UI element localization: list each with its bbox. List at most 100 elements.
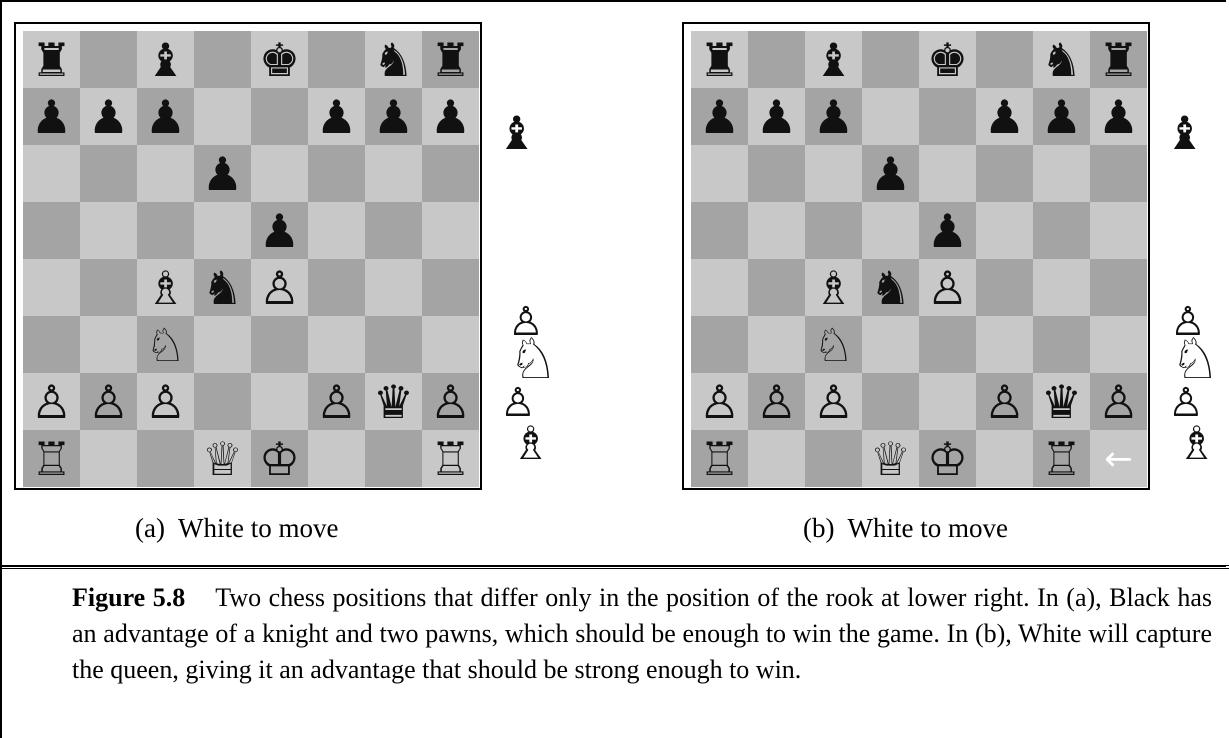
square-d7 bbox=[194, 88, 251, 145]
white-bishop-icon: ♗ bbox=[145, 265, 186, 311]
square-f5 bbox=[976, 202, 1033, 259]
figure-number: Figure 5.8 bbox=[72, 583, 185, 612]
square-h1: ♖ bbox=[422, 430, 479, 487]
white-pawn-icon: ♙ bbox=[430, 379, 471, 425]
square-d8 bbox=[194, 31, 251, 88]
white-king-icon: ♔ bbox=[259, 436, 300, 482]
square-g6 bbox=[365, 145, 422, 202]
square-a1: ♖ bbox=[691, 430, 748, 487]
square-f2: ♙ bbox=[976, 373, 1033, 430]
chessboard-a: ♜♝♚♞♜♟♟♟♟♟♟♟♟♗♞♙♘♙♙♙♙♛♙♖♕♔♖ bbox=[14, 22, 482, 490]
square-c2: ♙ bbox=[805, 373, 862, 430]
black-rook-icon: ♜ bbox=[699, 37, 740, 83]
black-pawn-icon: ♟ bbox=[984, 94, 1025, 140]
square-f2: ♙ bbox=[308, 373, 365, 430]
white-pawn-icon: ♙ bbox=[756, 379, 797, 425]
board-grid-a: ♜♝♚♞♜♟♟♟♟♟♟♟♟♗♞♙♘♙♙♙♙♛♙♖♕♔♖ bbox=[23, 31, 477, 485]
black-queen-icon: ♛ bbox=[373, 379, 414, 425]
square-b3 bbox=[80, 316, 137, 373]
black-king-icon: ♚ bbox=[259, 37, 300, 83]
captured-white-bishop-icon: ♗ bbox=[1176, 420, 1217, 466]
black-knight-icon: ♞ bbox=[1041, 37, 1082, 83]
caption-divider bbox=[0, 565, 1229, 569]
square-h3 bbox=[1090, 316, 1147, 373]
square-b7: ♟ bbox=[748, 88, 805, 145]
black-rook-icon: ♜ bbox=[1098, 37, 1139, 83]
white-knight-icon: ♘ bbox=[145, 322, 186, 368]
square-c3: ♘ bbox=[137, 316, 194, 373]
square-a1: ♖ bbox=[23, 430, 80, 487]
black-pawn-icon: ♟ bbox=[145, 94, 186, 140]
square-f3 bbox=[976, 316, 1033, 373]
square-c1 bbox=[805, 430, 862, 487]
square-e6 bbox=[919, 145, 976, 202]
square-f5 bbox=[308, 202, 365, 259]
black-pawn-icon: ♟ bbox=[870, 151, 911, 197]
square-a4 bbox=[23, 259, 80, 316]
square-c6 bbox=[805, 145, 862, 202]
square-e8: ♚ bbox=[919, 31, 976, 88]
square-c2: ♙ bbox=[137, 373, 194, 430]
square-f3 bbox=[308, 316, 365, 373]
square-h7: ♟ bbox=[422, 88, 479, 145]
square-f7: ♟ bbox=[308, 88, 365, 145]
white-pawn-icon: ♙ bbox=[259, 265, 300, 311]
square-h8: ♜ bbox=[422, 31, 479, 88]
square-d6: ♟ bbox=[194, 145, 251, 202]
square-d7 bbox=[862, 88, 919, 145]
square-c1 bbox=[137, 430, 194, 487]
white-queen-icon: ♕ bbox=[870, 436, 911, 482]
square-b8 bbox=[80, 31, 137, 88]
square-f8 bbox=[976, 31, 1033, 88]
square-f4 bbox=[976, 259, 1033, 316]
square-d3 bbox=[862, 316, 919, 373]
square-e6 bbox=[251, 145, 308, 202]
square-c4: ♗ bbox=[805, 259, 862, 316]
square-d6: ♟ bbox=[862, 145, 919, 202]
square-a2: ♙ bbox=[23, 373, 80, 430]
black-knight-icon: ♞ bbox=[870, 265, 911, 311]
black-pawn-icon: ♟ bbox=[430, 94, 471, 140]
white-knight-icon: ♘ bbox=[813, 322, 854, 368]
black-bishop-icon: ♝ bbox=[813, 37, 854, 83]
square-a7: ♟ bbox=[23, 88, 80, 145]
square-g4 bbox=[365, 259, 422, 316]
captured-black-bishop-icon: ♝ bbox=[496, 110, 537, 156]
chessboard-b: ♜♝♚♞♜♟♟♟♟♟♟♟♟♗♞♙♘♙♙♙♙♛♙♖♕♔♖← bbox=[682, 22, 1150, 490]
square-f1 bbox=[976, 430, 1033, 487]
square-g7: ♟ bbox=[365, 88, 422, 145]
black-rook-icon: ♜ bbox=[31, 37, 72, 83]
square-a4 bbox=[691, 259, 748, 316]
caption-text: Two chess positions that differ only in … bbox=[72, 583, 1212, 684]
black-pawn-icon: ♟ bbox=[31, 94, 72, 140]
square-e2 bbox=[251, 373, 308, 430]
square-f7: ♟ bbox=[976, 88, 1033, 145]
white-pawn-icon: ♙ bbox=[699, 379, 740, 425]
square-a5 bbox=[691, 202, 748, 259]
square-e1: ♔ bbox=[251, 430, 308, 487]
square-h6 bbox=[422, 145, 479, 202]
captured-black-bishop-icon: ♝ bbox=[1164, 110, 1205, 156]
square-c3: ♘ bbox=[805, 316, 862, 373]
square-b2: ♙ bbox=[80, 373, 137, 430]
black-pawn-icon: ♟ bbox=[1041, 94, 1082, 140]
square-h8: ♜ bbox=[1090, 31, 1147, 88]
white-rook-icon: ♖ bbox=[699, 436, 740, 482]
square-a8: ♜ bbox=[23, 31, 80, 88]
square-h4 bbox=[1090, 259, 1147, 316]
black-rook-icon: ♜ bbox=[430, 37, 471, 83]
square-g5 bbox=[1033, 202, 1090, 259]
square-d4: ♞ bbox=[194, 259, 251, 316]
square-e1: ♔ bbox=[919, 430, 976, 487]
square-h3 bbox=[422, 316, 479, 373]
black-pawn-icon: ♟ bbox=[927, 208, 968, 254]
square-e5: ♟ bbox=[919, 202, 976, 259]
black-queen-icon: ♛ bbox=[1041, 379, 1082, 425]
black-pawn-icon: ♟ bbox=[88, 94, 129, 140]
square-h2: ♙ bbox=[1090, 373, 1147, 430]
black-knight-icon: ♞ bbox=[373, 37, 414, 83]
square-e2 bbox=[919, 373, 976, 430]
square-c7: ♟ bbox=[137, 88, 194, 145]
sublabel-b: (b) White to move bbox=[803, 513, 1008, 544]
square-d2 bbox=[194, 373, 251, 430]
